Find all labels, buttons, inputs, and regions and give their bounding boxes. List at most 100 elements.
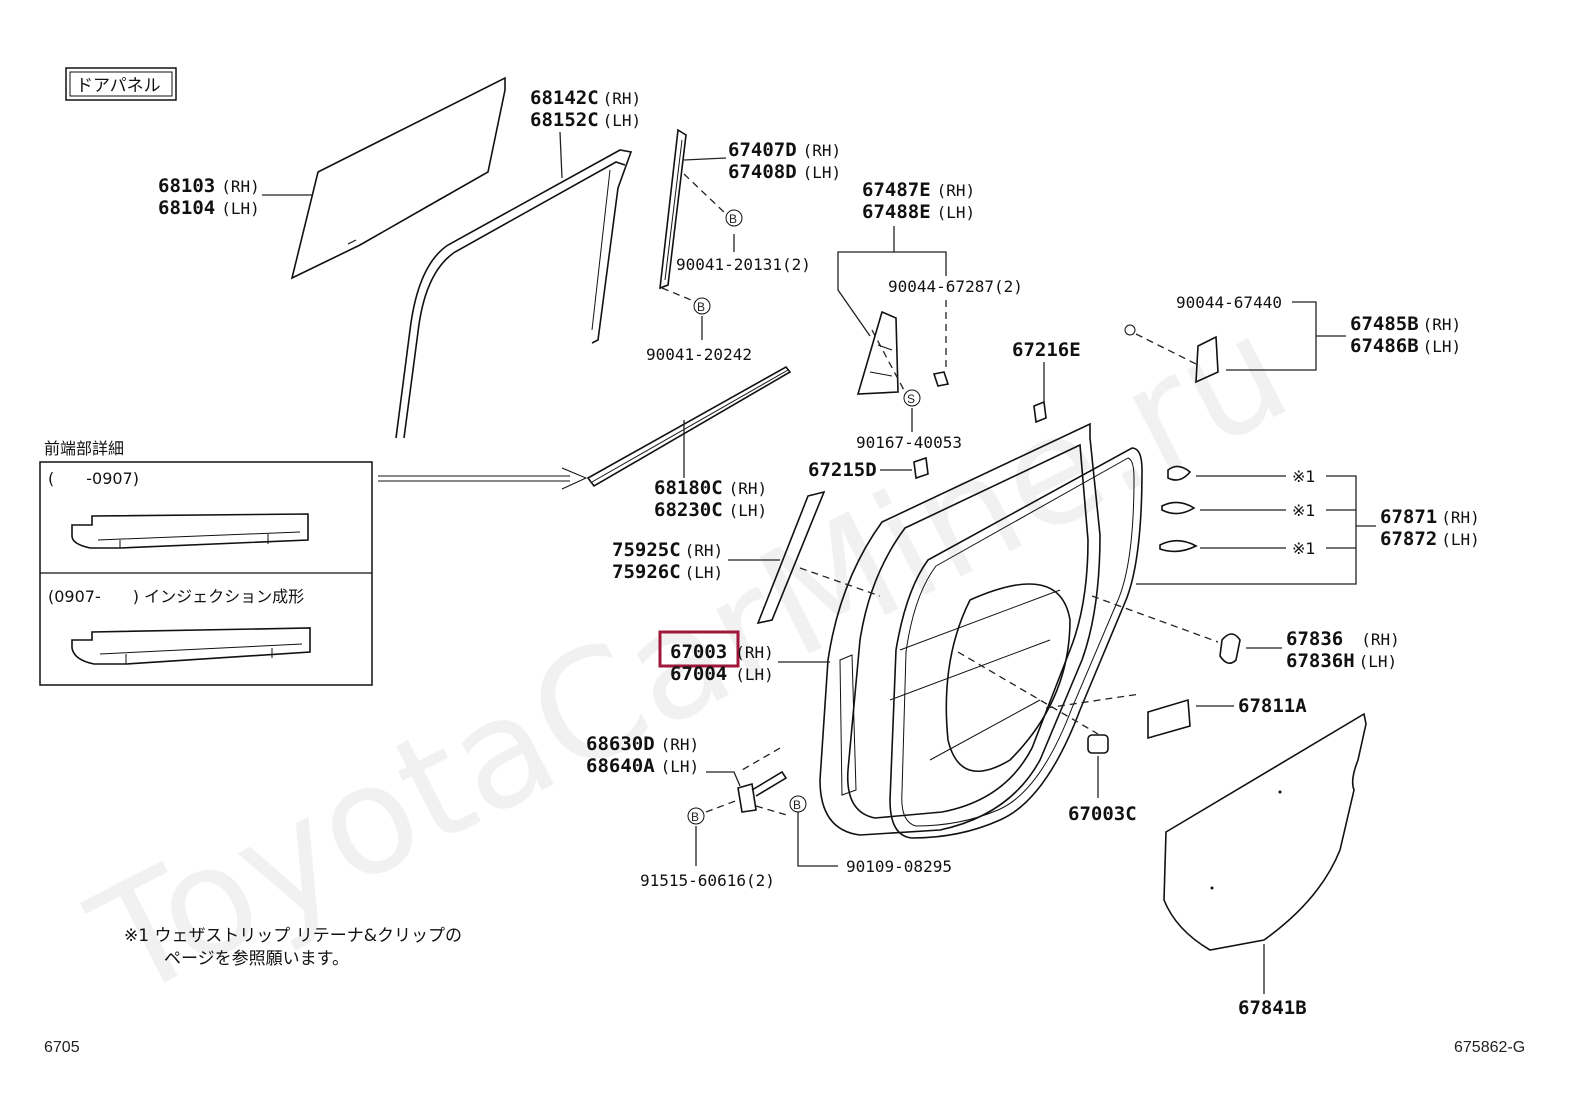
panel-title: ドアパネル bbox=[76, 76, 161, 96]
part-number: 68180C bbox=[654, 477, 723, 499]
svg-text:B: B bbox=[793, 798, 801, 812]
part-number: 67408D bbox=[728, 161, 797, 183]
label-90041-20242: 90041-20242 bbox=[646, 345, 752, 364]
leader-lines bbox=[262, 131, 1376, 994]
svg-text:68104(LH): 68104(LH) bbox=[158, 197, 260, 219]
note-ref: ※1 bbox=[1292, 539, 1316, 558]
label-67841b: 67841B bbox=[1238, 997, 1307, 1019]
highlight-box bbox=[658, 630, 740, 668]
svg-text:67408D(LH): 67408D(LH) bbox=[728, 161, 841, 183]
svg-text:67486B(LH): 67486B(LH) bbox=[1350, 335, 1461, 357]
svg-text:67487E(RH): 67487E(RH) bbox=[862, 179, 975, 201]
svg-text:B: B bbox=[691, 810, 699, 824]
callout-b: B bbox=[687, 807, 705, 825]
triangular-cover-drawing bbox=[856, 310, 950, 395]
part-number: 68640A bbox=[586, 755, 655, 777]
label-90044-67440: 90044-67440 bbox=[1176, 293, 1282, 312]
label-91515-60616: 91515-60616(2) bbox=[640, 871, 775, 890]
label-90044-67287: 90044-67287(2) bbox=[888, 277, 1023, 296]
label-67003: 67003(RH) 67004(LH) bbox=[658, 630, 774, 685]
svg-text:75926C(LH): 75926C(LH) bbox=[612, 561, 723, 583]
svg-text:B: B bbox=[697, 300, 705, 314]
part-number: 67836H bbox=[1286, 650, 1355, 672]
svg-text:68640A(LH): 68640A(LH) bbox=[586, 755, 699, 777]
pad-drawing bbox=[1147, 698, 1191, 740]
part-number: 68630D bbox=[586, 733, 655, 755]
garnish-drawing bbox=[756, 490, 826, 625]
label-67003c: 67003C bbox=[1068, 803, 1137, 825]
label-67407d: 67407D(RH) 67408D(LH) bbox=[728, 139, 841, 183]
part-number: 67486B bbox=[1350, 335, 1419, 357]
note-ref: ※1 bbox=[1292, 467, 1316, 486]
svg-text:68180C(RH): 68180C(RH) bbox=[654, 477, 767, 499]
part-number: 68142C bbox=[530, 87, 599, 109]
svg-text:68630D(RH): 68630D(RH) bbox=[586, 733, 699, 755]
svg-text:S: S bbox=[907, 392, 915, 406]
svg-text:68152C(LH): 68152C(LH) bbox=[530, 109, 641, 131]
svg-text:68230C(LH): 68230C(LH) bbox=[654, 499, 767, 521]
part-number: 68230C bbox=[654, 499, 723, 521]
label-67485b: 67485B(RH) 67486B(LH) bbox=[1350, 313, 1461, 357]
svg-text:68103(RH): 68103(RH) bbox=[158, 175, 260, 197]
svg-text:67872(LH): 67872(LH) bbox=[1380, 528, 1480, 550]
label-68142c: 68142C(RH) 68152C(LH) bbox=[530, 87, 641, 131]
part-number: 67836 bbox=[1286, 628, 1343, 650]
weatherstrip-drawing bbox=[889, 447, 1143, 839]
note-ref: ※1 bbox=[1292, 501, 1316, 520]
label-90041-20131: 90041-20131(2) bbox=[676, 255, 811, 274]
label-75925c: 75925C(RH) 75926C(LH) bbox=[612, 539, 723, 583]
detail-arrow bbox=[378, 467, 588, 490]
label-68630d: 68630D(RH) 68640A(LH) bbox=[586, 733, 699, 777]
part-number: 67485B bbox=[1350, 313, 1419, 335]
door-panel-drawing bbox=[819, 422, 1101, 836]
callout-s: S bbox=[903, 389, 921, 407]
label-90109-08295: 90109-08295 bbox=[846, 857, 952, 876]
svg-text:67871(RH): 67871(RH) bbox=[1380, 506, 1480, 528]
label-67836: 67836(RH) 67836H(LH) bbox=[1286, 628, 1400, 672]
part-number: 67407D bbox=[728, 139, 797, 161]
end-piece-drawing bbox=[1124, 324, 1219, 384]
stopper-drawing bbox=[1087, 734, 1109, 754]
inset-title: 前端部詳細 bbox=[44, 439, 124, 458]
part-number: 67004 bbox=[670, 663, 727, 685]
callout-b: B bbox=[693, 297, 711, 315]
part-number: 67487E bbox=[862, 179, 931, 201]
part-number-highlighted: 67003 bbox=[670, 641, 727, 663]
service-hole-cover-drawing bbox=[1163, 712, 1367, 951]
figure-code: 675862-G bbox=[1454, 1039, 1525, 1056]
part-number: 67488E bbox=[862, 201, 931, 223]
label-67487e: 67487E(RH) 67488E(LH) bbox=[862, 179, 975, 223]
svg-text:68142C(RH): 68142C(RH) bbox=[530, 87, 641, 109]
svg-text:67836H(LH): 67836H(LH) bbox=[1286, 650, 1397, 672]
door-check-drawing bbox=[737, 770, 788, 813]
label-68180c: 68180C(RH) 68230C(LH) bbox=[654, 477, 767, 521]
label-67215d: 67215D bbox=[808, 459, 877, 481]
part-number: 68103 bbox=[158, 175, 215, 197]
dashed-leaders bbox=[661, 173, 1219, 817]
svg-text:67488E(LH): 67488E(LH) bbox=[862, 201, 975, 223]
svg-text:67407D(RH): 67407D(RH) bbox=[728, 139, 841, 161]
callout-b: B bbox=[725, 209, 743, 227]
door-glass-drawing bbox=[290, 76, 506, 280]
label-90167-40053: 90167-40053 bbox=[856, 433, 962, 452]
svg-text:67836(RH): 67836(RH) bbox=[1286, 628, 1400, 650]
part-number: 68104 bbox=[158, 197, 215, 219]
small-clips bbox=[913, 400, 1047, 480]
weatherstrip-clips bbox=[1159, 465, 1198, 553]
part-number: 75925C bbox=[612, 539, 681, 561]
inset-row2-label: (0907- ) インジェクション成形 bbox=[48, 587, 304, 606]
svg-text:67003(RH): 67003(RH) bbox=[670, 641, 774, 663]
part-number: 68152C bbox=[530, 109, 599, 131]
part-number: 75926C bbox=[612, 561, 681, 583]
svg-text:67485B(RH): 67485B(RH) bbox=[1350, 313, 1461, 335]
inset-detail: 前端部詳細 ( -0907) (0907- ) インジェクション成形 bbox=[39, 439, 373, 686]
footnote-line-1: ※1 ウェザストリップ リテーナ&クリップの bbox=[124, 926, 462, 946]
panel-title-box: ドアパネル bbox=[65, 67, 177, 101]
part-number: 67872 bbox=[1380, 528, 1437, 550]
label-67811a: 67811A bbox=[1238, 695, 1307, 717]
hole-cover-drawing bbox=[1219, 633, 1241, 664]
svg-text:67004(LH): 67004(LH) bbox=[670, 663, 774, 685]
footnote-line-2: ページを参照願います。 bbox=[164, 949, 349, 969]
svg-text:B: B bbox=[729, 212, 737, 226]
